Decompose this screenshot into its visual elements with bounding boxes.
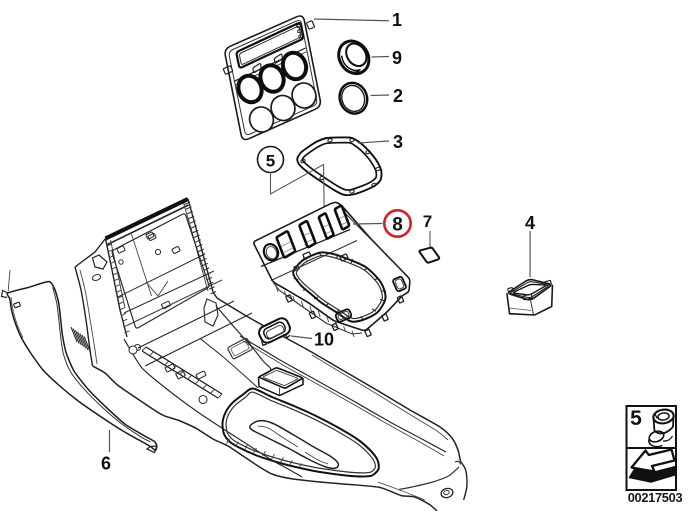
svg-text:6: 6	[101, 454, 111, 474]
svg-text:10: 10	[314, 330, 334, 350]
svg-text:1: 1	[392, 10, 402, 30]
svg-text:7: 7	[423, 212, 432, 231]
svg-text:9: 9	[392, 48, 402, 68]
svg-text:8: 8	[392, 215, 403, 236]
svg-text:5: 5	[630, 407, 642, 430]
svg-text:00217503: 00217503	[628, 490, 683, 505]
svg-text:5: 5	[266, 152, 275, 171]
svg-text:3: 3	[393, 132, 403, 152]
svg-text:4: 4	[525, 213, 535, 233]
svg-text:2: 2	[393, 86, 403, 106]
